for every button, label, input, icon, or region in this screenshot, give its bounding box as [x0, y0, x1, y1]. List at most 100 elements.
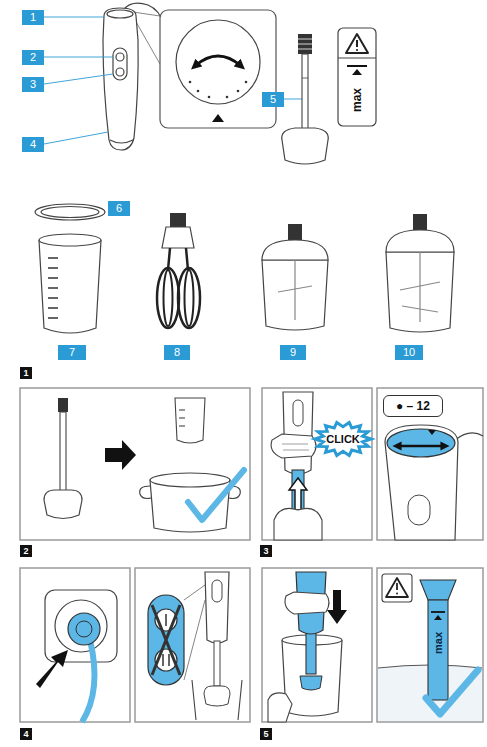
blender-foot: [44, 490, 82, 519]
panel-frame: [20, 388, 250, 540]
button-zoom: [148, 572, 242, 720]
blender-assembly: [271, 392, 322, 540]
chopper-large: [386, 252, 454, 332]
warning-box: [347, 65, 367, 67]
beaker: [179, 410, 185, 426]
blending-step: [285, 592, 329, 614]
callout-number-text: 7: [69, 347, 75, 358]
figure-number-text: 2: [23, 547, 28, 556]
beaker-lid: [35, 204, 105, 220]
motor-unit: [110, 140, 133, 143]
whisk: [157, 213, 200, 328]
blender-assembly: [283, 392, 313, 474]
figure-number-text: 1: [23, 369, 28, 378]
figure-number-text: 4: [23, 730, 28, 739]
figure-number-text: 3: [263, 547, 268, 556]
chopper-large: [413, 214, 427, 230]
leader-line: [44, 17, 104, 18]
figure-number-text: 5: [263, 730, 268, 739]
callout-number-text: 8: [174, 347, 180, 358]
motor-top-view: [385, 425, 483, 540]
max-depth-zoom: [428, 600, 448, 700]
wall-socket: [45, 590, 117, 662]
button-zoom: [148, 595, 184, 685]
max-depth-zoom: [396, 583, 398, 590]
callout-number-text: 10: [403, 347, 415, 358]
leader-line: [284, 99, 302, 100]
callout-number: 6: [108, 201, 130, 216]
warning-box: [338, 58, 376, 59]
whisk: [185, 270, 194, 326]
callout-number-text: 9: [290, 347, 296, 358]
speed-dial-zoom: [160, 10, 276, 128]
chopper-small: [262, 240, 328, 260]
warning-box: [356, 49, 358, 51]
warning-box: [338, 28, 376, 126]
speed-dial-zoom: [226, 96, 229, 99]
callout-number-text: 5: [270, 94, 276, 105]
callout-number: 5: [262, 92, 284, 107]
figure-number: 5: [260, 728, 272, 740]
leader-line: [44, 57, 113, 58]
beaker-lid: [35, 204, 105, 220]
button-zoom: [184, 585, 205, 680]
figure-number: 3: [260, 545, 272, 557]
warning-box: [352, 69, 362, 75]
callout-number: 9: [280, 345, 306, 360]
blender-foot: [302, 78, 308, 79]
whisk: [162, 227, 194, 248]
speed-dial-zoom: [212, 114, 224, 122]
wall-socket: [68, 613, 100, 645]
warning-box: [338, 28, 376, 126]
arrow: [105, 440, 136, 470]
speed-dial-zoom: [237, 90, 240, 93]
figure-number: 4: [20, 728, 32, 740]
beaker: [48, 258, 58, 318]
speed-dial-zoom: [189, 81, 192, 84]
max-depth-zoom: [386, 578, 408, 597]
wall-socket: [76, 621, 92, 637]
wall-socket: [55, 600, 107, 652]
speed-dial-zoom: [208, 96, 211, 99]
chopper-large: [386, 214, 454, 332]
click-burst-text: CLICK: [326, 434, 360, 445]
speed-dial-zoom: [176, 20, 260, 104]
blender-assembly: [289, 478, 307, 510]
blender-foot: [282, 34, 328, 164]
callout-number-text: 1: [30, 12, 36, 23]
motor-top-view: [397, 445, 445, 448]
cooking-pot: [150, 473, 230, 487]
check-mark: [188, 470, 244, 520]
speed-dial-zoom: [195, 56, 241, 66]
motor-top-view: [408, 495, 430, 525]
blending-step: [268, 693, 292, 722]
blender-assembly: [271, 434, 316, 458]
button-zoom: [212, 580, 222, 602]
callout-number: 3: [22, 77, 44, 92]
blender-assembly: [282, 444, 309, 450]
speed-label-box-text: ● – 12: [396, 400, 430, 412]
blender-foot: [60, 412, 66, 492]
motor-top-view: [455, 433, 483, 440]
callout-number: 4: [22, 137, 44, 152]
callout-number-text: 4: [30, 139, 36, 150]
max-mark-label: max: [433, 632, 444, 654]
motor-unit: [107, 10, 133, 18]
click-burst: CLICK: [315, 422, 371, 456]
max-depth-zoom: [378, 574, 482, 721]
callout-number: 8: [164, 345, 190, 360]
blender-foot: [44, 398, 82, 519]
callout-number-text: 6: [116, 203, 122, 214]
callout-number: 2: [22, 50, 44, 65]
button-zoom: [152, 605, 180, 675]
blender-foot: [302, 54, 308, 130]
button-zoom: [204, 686, 230, 706]
whisk: [168, 248, 188, 270]
warning-box: [346, 34, 368, 53]
blending-step: [300, 676, 322, 690]
beaker: [39, 234, 101, 333]
leader-line: [44, 74, 113, 84]
whisk: [178, 268, 200, 328]
